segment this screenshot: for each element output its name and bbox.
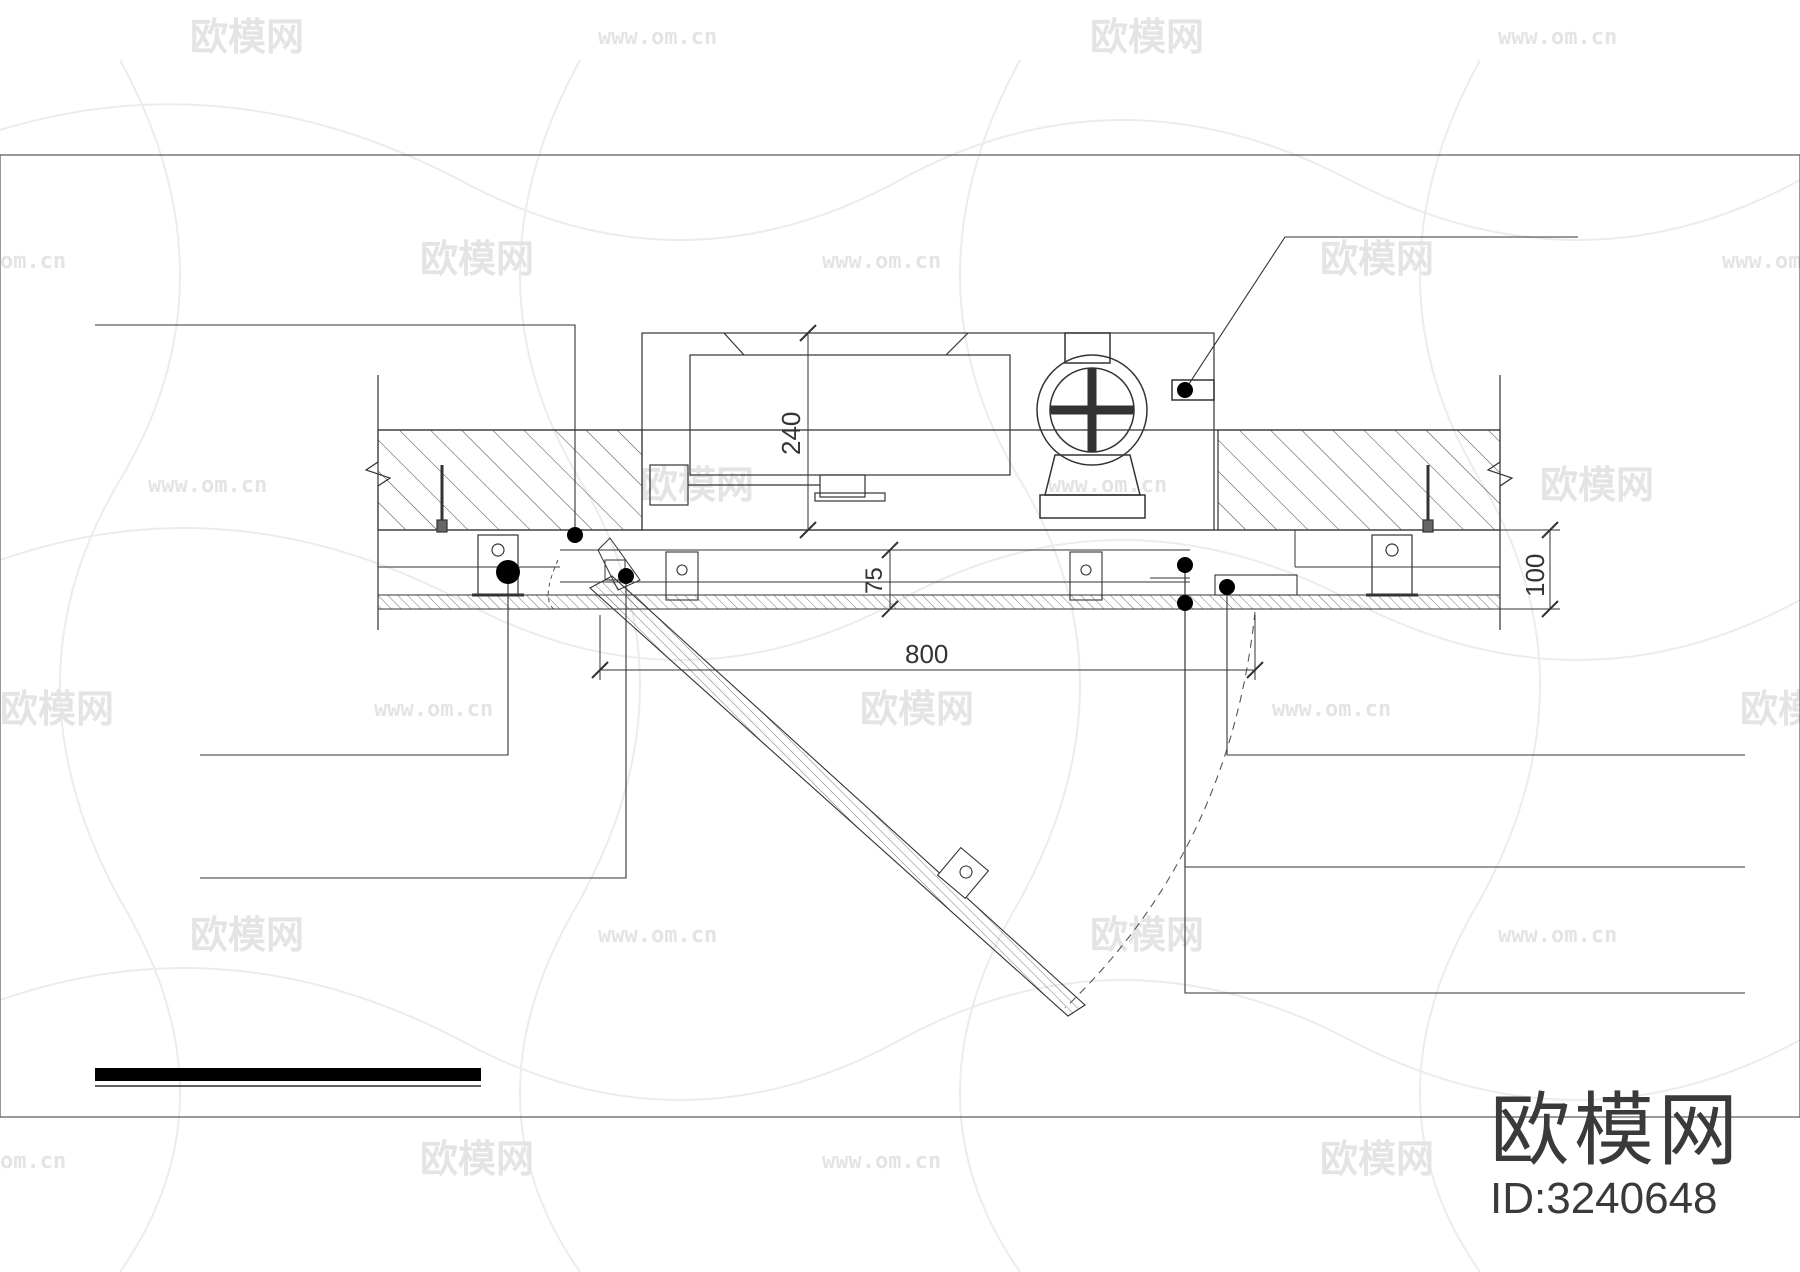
dimension-lines [591,324,1560,680]
watermark-brand: 欧模网 [860,687,974,731]
door-leaf [589,537,1086,1017]
watermark-brand-fragment: 欧模网 [0,687,114,731]
watermark-brand: 欧模网 [1320,237,1434,281]
watermark-url: www.om.cn [598,923,717,948]
motor-wheel [1036,332,1215,519]
drawing-frame [0,154,1800,1118]
watermark-brand: 欧模网 [190,913,304,957]
watermark-url: www.om.cn [148,473,267,498]
watermark-brand: 欧模网 [190,15,304,59]
watermark-brand: 欧模网 [1540,463,1654,507]
brand-mark: 欧模网 ID:3240648 [1490,1088,1742,1224]
watermark-brand: 欧模网 [1740,687,1800,731]
title-underline [95,1068,481,1087]
watermark-url: www.om.cn [1498,25,1617,50]
watermark-brand: 欧模网 [1090,15,1204,59]
watermark-url: www.om.cn [822,1149,941,1174]
ceiling-board [377,530,1501,610]
watermark-url: www.om.cn [1722,249,1800,274]
motor-housing [641,332,1215,531]
watermark-url: www.om.cn [1048,473,1167,498]
watermark-url: www.om.cn [1498,923,1617,948]
swing-arc [1064,611,1256,1009]
watermark-brand: 欧模网 [1090,913,1204,957]
watermark-url: www.om.cn [598,25,717,50]
leader-dots [496,382,1235,611]
watermark-url: www.om.cn [1272,697,1391,722]
dimension-labels: 240 75 800 100 [776,412,1550,669]
dim-800: 800 [905,639,948,669]
dim-75: 75 [861,567,888,594]
swing-arc-small [547,559,559,611]
watermark-url: www.om.cn [374,697,493,722]
hanger-right [1366,465,1434,597]
watermark-url: www.om.cn [822,249,941,274]
door-rail [560,549,1298,601]
watermark-url-fragment: om.cn [0,1149,66,1174]
watermark-brand: 欧模网 [420,237,534,281]
model-id: ID:3240648 [1490,1174,1718,1223]
dim-100: 100 [1520,554,1550,597]
leader-lines [95,236,1745,994]
watermark-texts: 欧模网 欧模网 欧模网 欧模网 欧模网 欧模网 欧模网 欧模网 欧模网 欧模网 … [0,15,1800,1181]
brand-name: 欧模网 [1490,1084,1742,1177]
hanger-left [436,465,524,597]
dim-240: 240 [776,412,806,455]
watermark-brand: 欧模网 [1320,1137,1434,1181]
watermark-brand: 欧模网 [420,1137,534,1181]
watermark-url-fragment: om.cn [0,249,66,274]
concrete-slab [364,375,1514,630]
